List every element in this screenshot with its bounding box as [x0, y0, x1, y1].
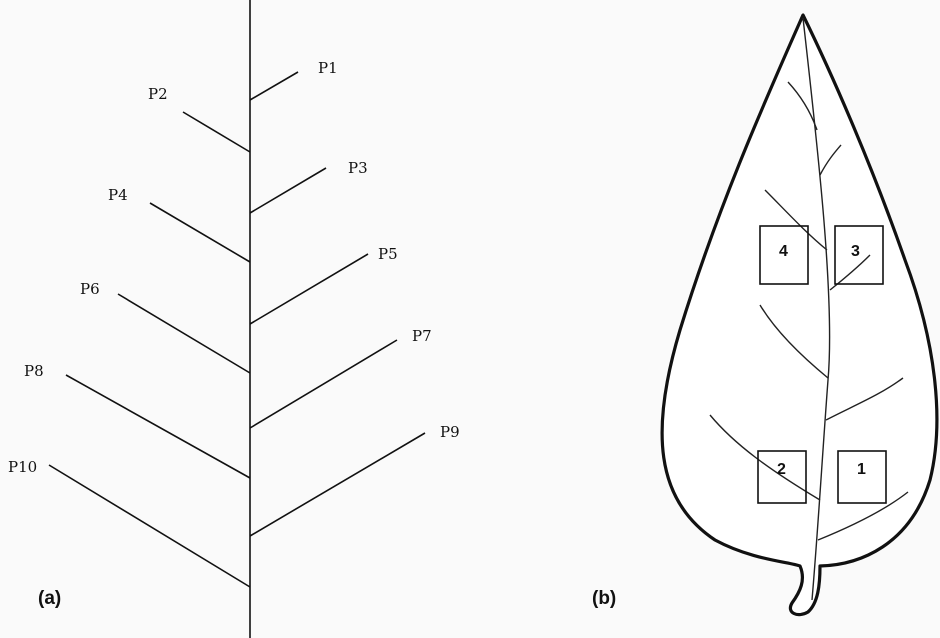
label-p4: P4 — [108, 186, 128, 204]
branch-p10 — [48, 464, 251, 588]
label-p3: P3 — [348, 159, 368, 177]
vein — [825, 377, 904, 421]
label-p2: P2 — [148, 85, 168, 103]
sampling-regions — [757, 225, 887, 504]
vein — [819, 144, 842, 176]
branch-p8 — [65, 374, 251, 479]
vein — [759, 304, 829, 379]
label-p5: P5 — [378, 245, 398, 263]
region-box-2 — [757, 450, 807, 504]
label-p10: P10 — [8, 458, 37, 476]
region-label-2: 2 — [777, 461, 786, 478]
branch-p5 — [249, 253, 369, 325]
branch-p9 — [249, 432, 426, 537]
vein — [709, 414, 821, 501]
branch-p7 — [249, 339, 398, 429]
region-box-4 — [759, 225, 809, 285]
panel-label-a: (a) — [38, 588, 61, 609]
label-p7: P7 — [412, 327, 432, 345]
label-p1: P1 — [318, 59, 338, 77]
midrib — [802, 17, 831, 601]
label-p8: P8 — [24, 362, 44, 380]
vein — [829, 254, 871, 291]
vein — [787, 81, 818, 131]
branch-p2 — [182, 111, 251, 153]
label-p6: P6 — [80, 280, 100, 298]
branch-p3 — [249, 167, 327, 214]
leaf-veins — [709, 17, 909, 601]
branch-p4 — [149, 202, 251, 263]
region-box-3 — [834, 225, 884, 285]
branch-labels: P1 P2 P3 P4 P5 P6 P7 P8 P9 P10 — [8, 59, 460, 476]
branch-p1 — [249, 71, 299, 101]
region-box-1 — [837, 450, 887, 504]
label-p9: P9 — [440, 423, 460, 441]
leaf-diagram: 4 3 2 1 — [660, 13, 939, 617]
branch-p6 — [117, 293, 251, 374]
region-label-3: 3 — [851, 243, 860, 260]
region-label-4: 4 — [779, 243, 788, 260]
vein — [817, 491, 909, 541]
stem-diagram — [48, 0, 426, 638]
leaf-outline — [660, 13, 939, 617]
vein — [764, 189, 828, 251]
panel-label-b: (b) — [592, 588, 616, 609]
region-label-1: 1 — [857, 461, 866, 478]
